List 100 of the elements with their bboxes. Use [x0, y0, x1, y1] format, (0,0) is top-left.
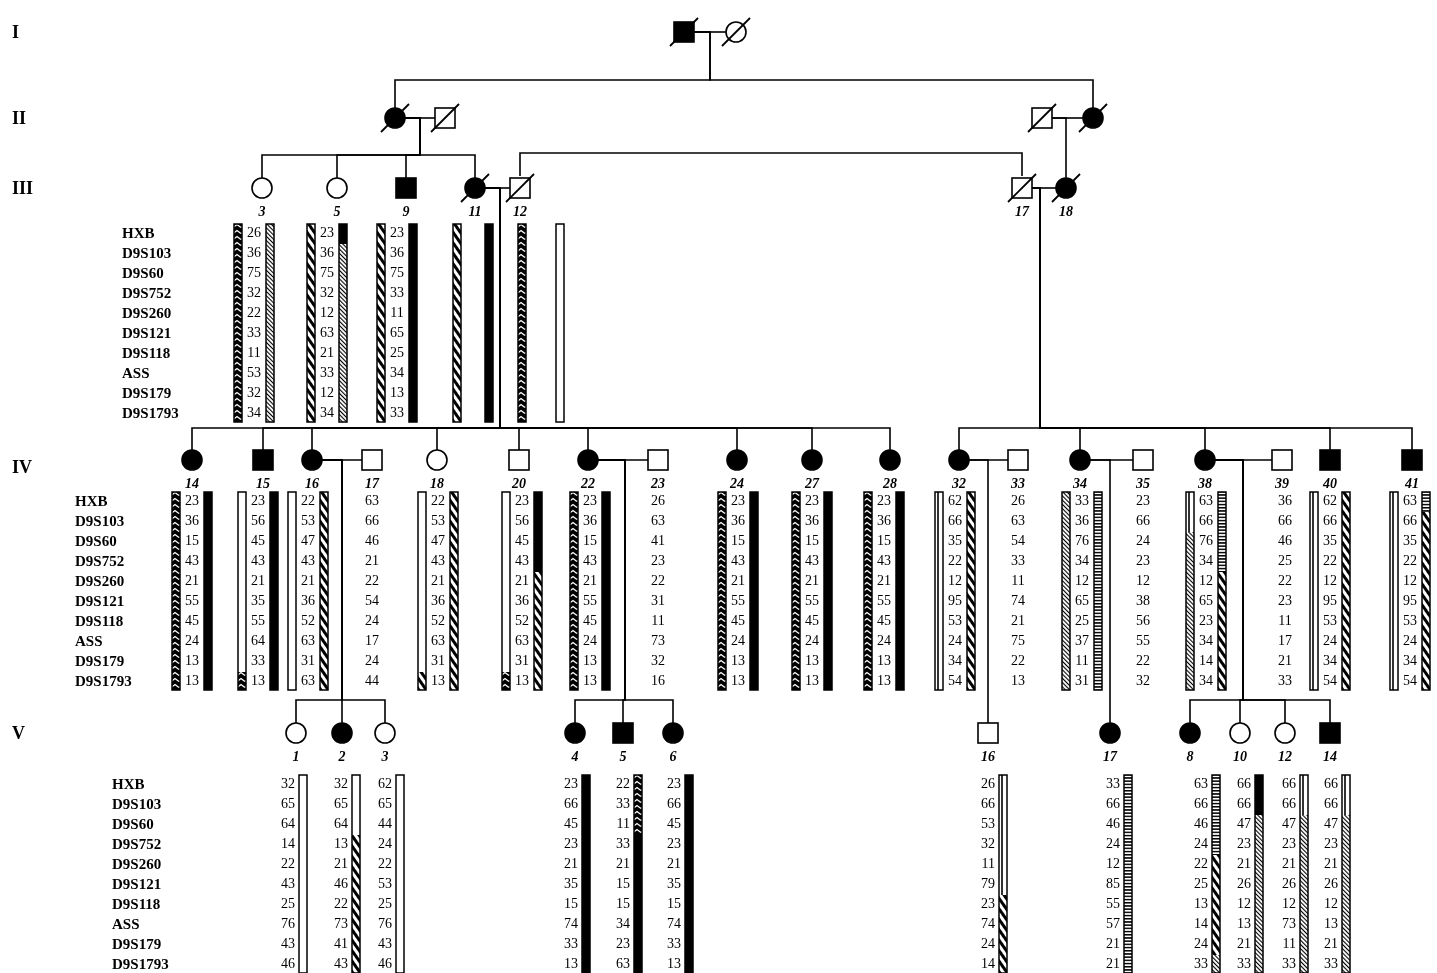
marker-name: D9S179	[122, 384, 172, 402]
allele-value: 74	[1010, 592, 1026, 610]
allele-value: 45	[563, 815, 578, 833]
allele-value: 25	[1074, 612, 1090, 630]
allele-value: 22	[615, 775, 630, 793]
allele-value: 13	[184, 672, 200, 690]
allele-value: 23	[1277, 592, 1293, 610]
female-symbol	[1229, 722, 1251, 744]
allele-value: 62	[947, 492, 963, 510]
allele-value: 21	[582, 572, 598, 590]
marker-name: D9S1793	[75, 672, 132, 690]
allele-value: 23	[582, 492, 598, 510]
affected-female-symbol	[1051, 173, 1081, 203]
allele-value: 43	[582, 552, 598, 570]
allele-value: 45	[804, 612, 820, 630]
allele-value: 13	[514, 672, 530, 690]
allele-value: 13	[1323, 915, 1338, 933]
allele-value: 65	[1074, 592, 1090, 610]
affected-female-symbol	[301, 449, 323, 471]
allele-value: 16	[650, 672, 666, 690]
allele-value: 24	[1402, 632, 1418, 650]
allele-value: 23	[666, 775, 681, 793]
allele-value: 26	[1236, 875, 1251, 893]
marker-name: HXB	[112, 775, 145, 793]
allele-value: 54	[947, 672, 963, 690]
allele-value: 21	[615, 855, 630, 873]
individual-number: 10	[1232, 748, 1248, 766]
allele-value: 55	[184, 592, 200, 610]
marker-name: D9S103	[112, 795, 162, 813]
individual-number: 32	[951, 475, 967, 493]
allele-value: 33	[1074, 492, 1090, 510]
allele-value: 21	[1236, 855, 1251, 873]
marker-name: ASS	[122, 364, 150, 382]
allele-value: 46	[1193, 815, 1208, 833]
allele-value: 66	[1236, 775, 1251, 793]
allele-value: 54	[1010, 532, 1026, 550]
marker-name: D9S60	[75, 532, 117, 550]
allele-value: 33	[563, 935, 578, 953]
allele-value: 36	[1074, 512, 1090, 530]
individual-number: 28	[882, 475, 898, 493]
allele-value: 63	[514, 632, 530, 650]
marker-name: D9S1793	[122, 404, 179, 422]
marker-name: D9S121	[122, 324, 172, 342]
pedigree-line	[321, 459, 386, 724]
allele-value: 15	[582, 532, 598, 550]
allele-value: 23	[1198, 612, 1214, 630]
allele-value: 35	[563, 875, 578, 893]
allele-value: 66	[1402, 512, 1418, 530]
allele-value: 36	[514, 592, 530, 610]
marker-name: D9S118	[122, 344, 171, 362]
allele-value: 21	[1323, 935, 1338, 953]
allele-value: 63	[430, 632, 446, 650]
allele-value: 11	[650, 612, 666, 630]
allele-value: 56	[250, 512, 266, 530]
individual-number: 4	[570, 748, 580, 766]
allele-value: 24	[1193, 935, 1208, 953]
allele-value: 34	[246, 404, 262, 422]
marker-name: ASS	[112, 915, 140, 933]
allele-value: 21	[514, 572, 530, 590]
allele-value: 32	[980, 835, 995, 853]
allele-value: 63	[1198, 492, 1214, 510]
individual-number: 23	[650, 475, 666, 493]
marker-name: D9S179	[112, 935, 162, 953]
affected-female-symbol	[801, 449, 823, 471]
marker-name: D9S118	[112, 895, 161, 913]
allele-value: 22	[1277, 572, 1293, 590]
allele-value: 32	[1135, 672, 1151, 690]
allele-value: 33	[1193, 955, 1208, 973]
allele-value: 22	[364, 572, 380, 590]
allele-value: 36	[246, 244, 262, 262]
allele-value: 33	[319, 364, 335, 382]
allele-value: 13	[582, 672, 598, 690]
allele-value: 17	[1277, 632, 1293, 650]
allele-value: 43	[280, 875, 295, 893]
allele-value: 43	[280, 935, 295, 953]
allele-value: 33	[1277, 672, 1293, 690]
allele-value: 21	[364, 552, 380, 570]
allele-value: 12	[947, 572, 963, 590]
allele-value: 23	[1323, 835, 1338, 853]
allele-value: 34	[1198, 672, 1214, 690]
allele-value: 35	[1322, 532, 1338, 550]
male-symbol	[647, 449, 669, 471]
allele-value: 21	[319, 344, 335, 362]
individual-number: 6	[668, 748, 678, 766]
allele-value: 14	[280, 835, 295, 853]
allele-value: 23	[389, 224, 405, 242]
allele-value: 36	[582, 512, 598, 530]
allele-value: 66	[1281, 775, 1296, 793]
affected-female-symbol	[1194, 449, 1216, 471]
allele-value: 12	[319, 304, 335, 322]
allele-value: 15	[615, 875, 630, 893]
allele-value: 35	[1402, 532, 1418, 550]
female-symbol	[1274, 722, 1296, 744]
allele-value: 36	[876, 512, 892, 530]
allele-value: 21	[876, 572, 892, 590]
allele-value: 11	[1277, 612, 1293, 630]
allele-value: 47	[300, 532, 316, 550]
allele-value: 66	[1323, 775, 1338, 793]
allele-value: 32	[280, 775, 295, 793]
allele-value: 66	[666, 795, 681, 813]
